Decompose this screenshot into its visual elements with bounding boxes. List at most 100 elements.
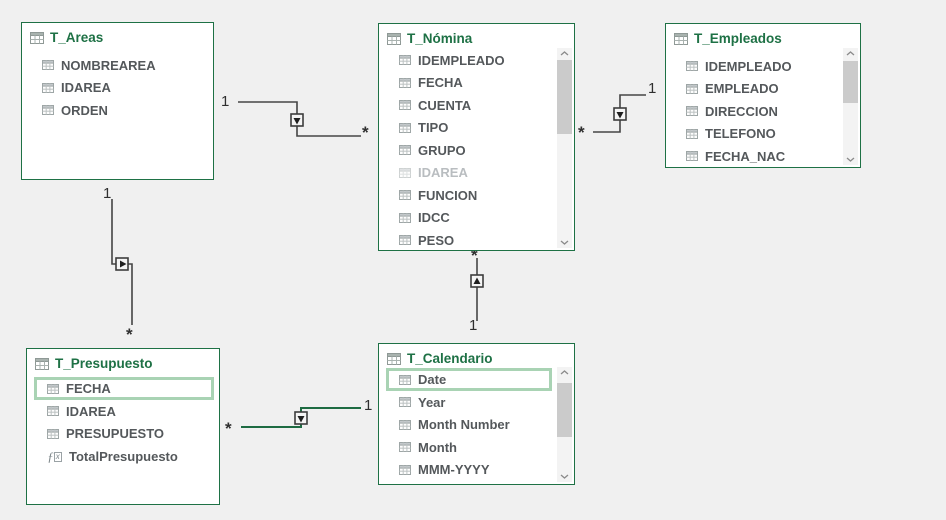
cardinality-label-many: *: [578, 123, 585, 142]
vertical-scrollbar[interactable]: [557, 48, 572, 248]
field-icon: [399, 235, 411, 246]
scroll-down-icon[interactable]: [560, 240, 569, 245]
field-row[interactable]: ORDEN: [22, 99, 213, 122]
field-row[interactable]: Month: [379, 436, 574, 459]
cardinality-label-one: 1: [221, 93, 230, 110]
table-icon: [674, 32, 688, 45]
field-name: IDAREA: [66, 403, 116, 419]
table-header[interactable]: T_Presupuesto: [27, 349, 219, 373]
table-card-t-calendario[interactable]: T_Calendario Date Year Month Number Mont…: [378, 343, 575, 485]
table-card-t-areas[interactable]: T_Areas NOMBREAREA IDAREA ORDEN: [21, 22, 214, 180]
table-card-t-presupuesto[interactable]: T_Presupuesto FECHA IDAREA PRESUPUESTO ƒ…: [26, 348, 220, 505]
table-header[interactable]: T_Areas: [22, 23, 213, 47]
cardinality-label-many: *: [126, 325, 133, 344]
table-header[interactable]: T_Nómina: [379, 24, 574, 48]
vertical-scrollbar[interactable]: [843, 48, 858, 165]
field-row[interactable]: TELEFONO: [666, 123, 860, 146]
scrollbar-thumb[interactable]: [557, 383, 572, 437]
field-icon: [399, 55, 411, 66]
field-row[interactable]: MMM-YYYY: [379, 459, 574, 482]
table-title: T_Empleados: [694, 31, 782, 46]
scrollbar-thumb[interactable]: [843, 61, 858, 103]
field-row[interactable]: IDEMPLEADO: [666, 55, 860, 78]
field-name: FECHA: [418, 75, 463, 91]
table-card-t-nomina[interactable]: T_Nómina IDEMPLEADO FECHA CUENTA TIPO GR…: [378, 23, 575, 251]
field-name: NOMBREAREA: [61, 57, 156, 73]
relationship-line-areas-nomina[interactable]: [238, 101, 361, 137]
field-row[interactable]: IDAREA: [22, 77, 213, 100]
scroll-up-icon[interactable]: [560, 370, 569, 375]
relationship-arrow-box: [294, 411, 308, 425]
field-row[interactable]: GRUPO: [379, 139, 574, 162]
field-row[interactable]: FECHA: [379, 72, 574, 95]
field-icon: [47, 428, 59, 439]
table-title: T_Calendario: [407, 351, 493, 366]
field-row[interactable]: TIPO: [379, 117, 574, 140]
relationship-arrow-box: [613, 107, 627, 121]
field-name: Year: [418, 394, 446, 410]
field-row-selected[interactable]: FECHA: [34, 377, 214, 400]
table-header[interactable]: T_Empleados: [666, 24, 860, 48]
field-name: FUNCION: [418, 187, 478, 203]
field-name: Date: [418, 372, 447, 387]
table-icon: [35, 357, 49, 370]
field-row-selected[interactable]: Date: [386, 368, 552, 391]
field-icon: [399, 122, 411, 133]
field-icon: [42, 105, 54, 116]
relationship-line-areas-presupuesto[interactable]: [111, 199, 133, 325]
field-row[interactable]: IDAREA: [27, 400, 219, 423]
scroll-down-icon[interactable]: [846, 157, 855, 162]
field-row[interactable]: DIRECCION: [666, 100, 860, 123]
arrow-down-icon: [616, 112, 624, 119]
field-name: PRESUPUESTO: [66, 426, 165, 442]
arrow-right-icon: [120, 260, 127, 268]
field-name: IDEMPLEADO: [418, 52, 505, 68]
field-icon: [399, 212, 411, 223]
relationship-arrow-box: [290, 113, 304, 127]
field-icon: [399, 100, 411, 111]
field-name: Month Number: [418, 417, 510, 433]
field-icon: [399, 397, 411, 408]
scroll-up-icon[interactable]: [846, 51, 855, 56]
field-icon: [399, 190, 411, 201]
field-row[interactable]: NOMBREAREA: [22, 54, 213, 77]
field-icon: [399, 77, 411, 88]
scroll-up-icon[interactable]: [560, 51, 569, 56]
field-row[interactable]: PRESUPUESTO: [27, 423, 219, 446]
field-row[interactable]: FECHA_NAC: [666, 145, 860, 168]
field-row[interactable]: PESO: [379, 229, 574, 252]
relationship-line-calendario-presupuesto-active[interactable]: [241, 407, 361, 428]
field-icon: [42, 82, 54, 93]
field-row[interactable]: EMPLEADO: [666, 78, 860, 101]
relationship-line-calendario-nomina[interactable]: [470, 258, 484, 321]
cardinality-label-many: *: [225, 419, 232, 438]
field-icon: [399, 167, 411, 178]
cardinality-label-many: *: [471, 246, 478, 265]
relationship-line-empleados-nomina[interactable]: [593, 94, 646, 133]
field-row[interactable]: IDEMPLEADO: [379, 49, 574, 72]
field-name: GRUPO: [418, 142, 466, 158]
table-title: T_Areas: [50, 30, 104, 45]
table-icon: [387, 32, 401, 45]
scrollbar-thumb[interactable]: [557, 60, 572, 134]
vertical-scrollbar[interactable]: [557, 367, 572, 482]
table-title: T_Presupuesto: [55, 356, 153, 371]
field-row[interactable]: IDCC: [379, 207, 574, 230]
field-icon: [399, 464, 411, 475]
field-row[interactable]: Year: [379, 391, 574, 414]
field-row[interactable]: FUNCION: [379, 184, 574, 207]
arrow-down-icon: [293, 118, 301, 125]
field-row[interactable]: Month Number: [379, 414, 574, 437]
cardinality-label-one: 1: [469, 317, 478, 334]
scroll-down-icon[interactable]: [560, 474, 569, 479]
field-name: IDCC: [418, 210, 450, 226]
field-row-disabled[interactable]: IDAREA: [379, 162, 574, 185]
table-card-t-empleados[interactable]: T_Empleados IDEMPLEADO EMPLEADO DIRECCIO…: [665, 23, 861, 168]
field-name: IDEMPLEADO: [705, 58, 792, 74]
field-icon: [686, 106, 698, 117]
field-row[interactable]: CUENTA: [379, 94, 574, 117]
field-icon: [42, 60, 54, 71]
table-header[interactable]: T_Calendario: [379, 344, 574, 368]
